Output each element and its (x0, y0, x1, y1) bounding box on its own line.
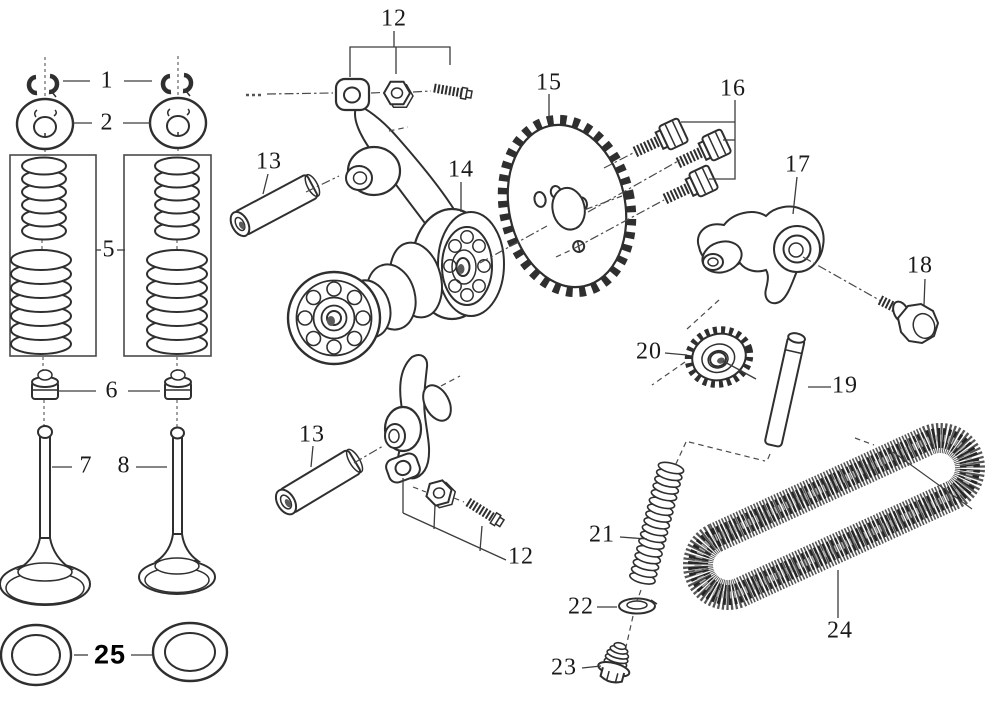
tensioner-arm (696, 205, 825, 305)
timing-sprocket-axes (651, 299, 757, 386)
callout-18: 18 (907, 252, 933, 279)
outer-valve-spring-right (146, 249, 208, 355)
valve-stem-seal-left (31, 369, 59, 400)
sprocket-bolt-hole (533, 191, 547, 208)
callout-23: 23 (551, 654, 577, 681)
bolt-axes (479, 150, 681, 264)
callout-17: 17 (785, 151, 811, 178)
tensioner-bolt (597, 641, 631, 684)
timing-sprocket (684, 326, 754, 388)
callout-13-bottom: 13 (299, 421, 325, 448)
callout-24: 24 (827, 617, 853, 644)
valve-stem-seal-right (164, 369, 192, 400)
shim-washer-right (151, 621, 229, 683)
adjuster-nut-lower (425, 479, 457, 509)
spring-box-right (123, 154, 212, 357)
spring-box-left (9, 154, 97, 357)
intake-valve (0, 425, 91, 606)
callout-15: 15 (536, 69, 562, 96)
callout-19: 19 (832, 372, 858, 399)
adjuster-screw-lower (465, 497, 506, 528)
adjuster-screw-upper (433, 83, 473, 101)
callout-14: 14 (448, 156, 474, 183)
callout-5: 5 (102, 236, 116, 263)
bearing-right (441, 226, 493, 306)
callout-7: 7 (79, 452, 93, 479)
callout-12-bottom: 12 (508, 543, 534, 570)
rocker-shaft-lower (274, 448, 364, 516)
callout-1: 1 (100, 67, 114, 94)
callout-13-top: 13 (256, 148, 282, 175)
sprocket-bolt-1 (632, 117, 689, 157)
sprocket-bolt-3 (662, 164, 719, 204)
callout-21: 21 (589, 521, 615, 548)
valve-cotters-right (160, 72, 194, 97)
pivot-bolt (802, 256, 940, 345)
callout-6: 6 (105, 377, 119, 404)
callout-2: 2 (100, 109, 114, 136)
shim-washer-left (0, 623, 73, 687)
camshaft (286, 207, 505, 366)
cam-sprocket (497, 114, 637, 298)
valve-cotters-left (26, 73, 60, 98)
spring-retainer-left (15, 97, 75, 151)
cam-chain (683, 423, 985, 610)
callout-20: 20 (636, 338, 662, 365)
exhaust-valve (138, 426, 216, 595)
tensioner-spring (627, 459, 686, 588)
adjuster-nut-upper (382, 80, 414, 109)
inner-valve-spring-right (154, 156, 200, 241)
rocker-pad-lower (385, 452, 421, 484)
rocker-arm-lower (353, 354, 506, 528)
spring-washer (618, 597, 658, 615)
callout-12-top: 12 (381, 5, 407, 32)
callout-22: 22 (568, 593, 594, 620)
callout-16: 16 (720, 75, 746, 102)
callout-8: 8 (117, 452, 131, 479)
tensioner-rod (764, 332, 806, 448)
inner-valve-spring-left (21, 156, 67, 241)
leader-lines (52, 31, 926, 669)
sprocket-center-hole (551, 186, 586, 231)
bearing-left (286, 270, 382, 366)
tensioner-centerline (625, 441, 771, 648)
centerlines (41, 56, 179, 428)
spring-retainer-right (148, 96, 208, 150)
rocker-shaft-upper (229, 173, 321, 238)
outer-valve-spring-left (10, 249, 72, 355)
callout-25: 25 (93, 639, 127, 670)
